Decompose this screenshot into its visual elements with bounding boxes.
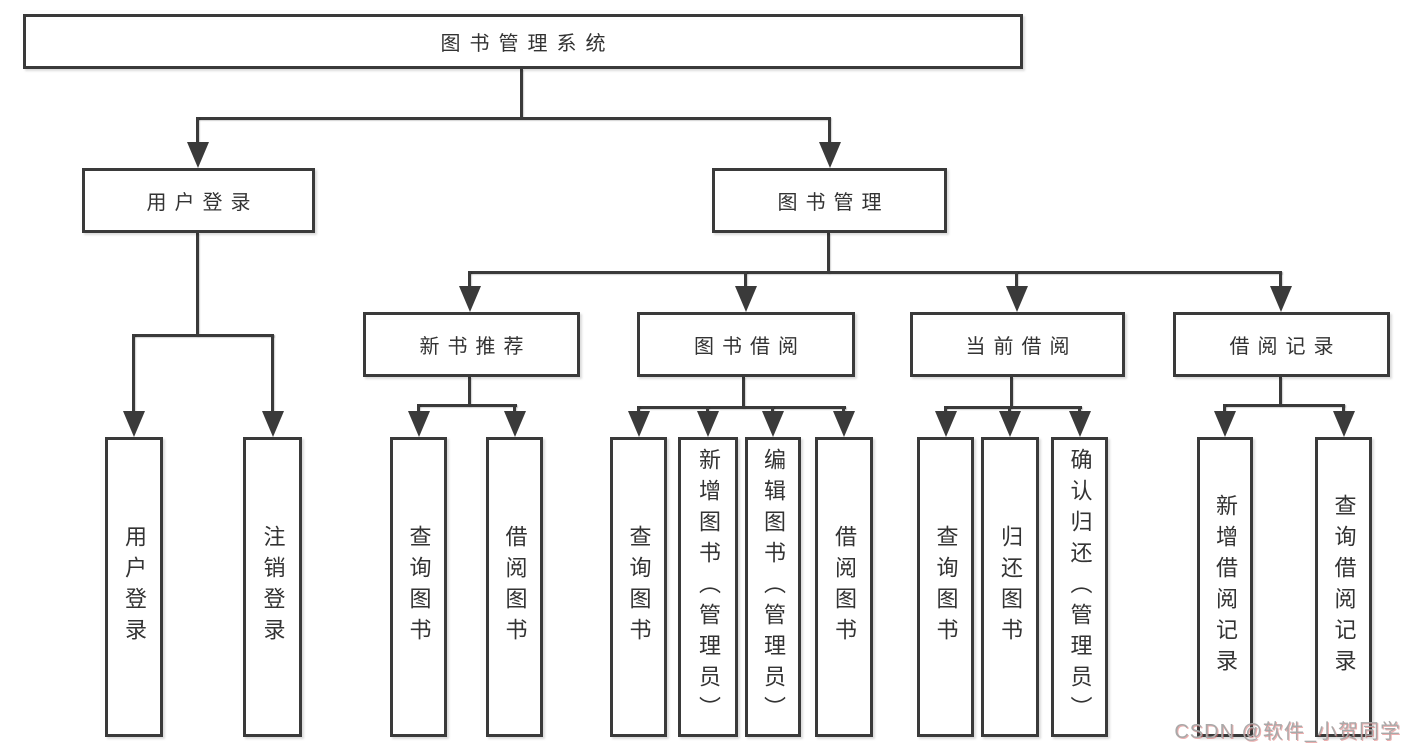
arrow-to-rcd-query-record (1332, 404, 1355, 437)
node-current-borrow-label: 当前借阅 (965, 336, 1078, 358)
connector-root-bar (197, 117, 830, 120)
node-book-borrow: 图书借阅 (637, 312, 855, 377)
arrow-to-cur-confirm-return (1068, 406, 1091, 437)
node-book-borrow-label: 图书借阅 (694, 336, 806, 358)
arrow-to-borrow-record (1269, 271, 1292, 312)
arrow-to-rec-borrow-book (503, 404, 526, 437)
leaf-rcd-query-record: 查询借阅记录 (1315, 437, 1372, 737)
connector-book-mgmt-bar (468, 271, 1282, 274)
node-book-mgmt: 图书管理 (712, 168, 947, 233)
leaf-rec-query-book: 查询图书 (390, 437, 447, 737)
leaf-user-login: 用户登录 (105, 437, 163, 737)
arrow-to-current-borrow (1005, 271, 1028, 312)
leaf-cur-return-book-label: 归还图书 (998, 525, 1023, 649)
leaf-rcd-add-record-label: 新增借阅记录 (1213, 494, 1238, 680)
connector-book-borrow-bar (637, 406, 846, 409)
arrow-to-leaf-user-login (122, 334, 145, 437)
leaf-rec-borrow-book: 借阅图书 (486, 437, 543, 737)
connector-new-book-rec-stem (468, 377, 471, 406)
node-borrow-record: 借阅记录 (1173, 312, 1390, 377)
leaf-bor-edit-book: 编辑图书（管理员） (745, 437, 801, 737)
connector-book-borrow-stem (742, 377, 745, 408)
leaf-bor-borrow-book: 借阅图书 (815, 437, 873, 737)
leaf-bor-query-book: 查询图书 (610, 437, 667, 737)
leaf-logout-label: 注销登录 (260, 525, 286, 649)
arrow-to-book-borrow (734, 271, 757, 312)
arrow-to-cur-query-book (934, 406, 957, 437)
node-user-login: 用户登录 (82, 168, 315, 233)
connector-current-borrow-bar (944, 406, 1082, 409)
leaf-logout: 注销登录 (243, 437, 302, 737)
leaf-bor-borrow-book-label: 借阅图书 (832, 525, 857, 649)
connector-user-login-stem (196, 233, 199, 336)
leaf-bor-add-book: 新增图书（管理员） (678, 437, 738, 737)
node-root: 图书管理系统 (23, 14, 1023, 69)
leaf-user-login-label: 用户登录 (122, 525, 147, 649)
node-current-borrow: 当前借阅 (910, 312, 1125, 377)
arrow-to-new-book-rec (458, 271, 481, 312)
node-borrow-record-label: 借阅记录 (1229, 336, 1342, 358)
arrow-to-leaf-logout (261, 334, 284, 437)
arrow-to-bor-add-book (696, 406, 719, 437)
node-new-book-rec-label: 新书推荐 (419, 336, 532, 358)
node-book-mgmt-label: 图书管理 (777, 192, 890, 214)
arrow-to-bor-query-book (627, 406, 650, 437)
connector-new-book-rec-bar (417, 404, 517, 407)
arrow-to-rcd-add-record (1213, 404, 1236, 437)
arrow-to-bor-borrow-book (832, 406, 855, 437)
connector-current-borrow-stem (1010, 377, 1013, 408)
connector-user-login-bar (132, 334, 274, 337)
arrow-to-cur-return-book (998, 406, 1021, 437)
leaf-cur-query-book: 查询图书 (917, 437, 974, 737)
arrow-to-book-mgmt (818, 117, 841, 168)
leaf-rcd-query-record-label: 查询借阅记录 (1331, 494, 1357, 680)
leaf-cur-confirm-return-label: 确认归还（管理员） (1067, 447, 1093, 727)
arrow-to-bor-edit-book (761, 406, 784, 437)
node-user-login-label: 用户登录 (146, 192, 259, 214)
arrow-to-rec-query-book (407, 404, 430, 437)
leaf-cur-query-book-label: 查询图书 (933, 525, 959, 649)
connector-root-stem (520, 69, 523, 118)
leaf-rec-query-book-label: 查询图书 (406, 525, 432, 649)
leaf-bor-add-book-label: 新增图书（管理员） (696, 447, 721, 727)
connector-borrow-record-stem (1279, 377, 1282, 406)
node-root-label: 图书管理系统 (440, 33, 615, 55)
arrow-to-user-login (186, 117, 209, 168)
leaf-bor-edit-book-label: 编辑图书（管理员） (761, 447, 786, 727)
node-new-book-rec: 新书推荐 (363, 312, 580, 377)
leaf-rec-borrow-book-label: 借阅图书 (502, 525, 528, 649)
connector-book-mgmt-stem (827, 233, 830, 273)
csdn-watermark: CSDN @软件_小贺同学 (1174, 721, 1401, 743)
connector-borrow-record-bar (1224, 404, 1345, 407)
leaf-cur-confirm-return: 确认归还（管理员） (1051, 437, 1108, 737)
leaf-rcd-add-record: 新增借阅记录 (1197, 437, 1253, 737)
leaf-bor-query-book-label: 查询图书 (626, 525, 652, 649)
leaf-cur-return-book: 归还图书 (981, 437, 1039, 737)
